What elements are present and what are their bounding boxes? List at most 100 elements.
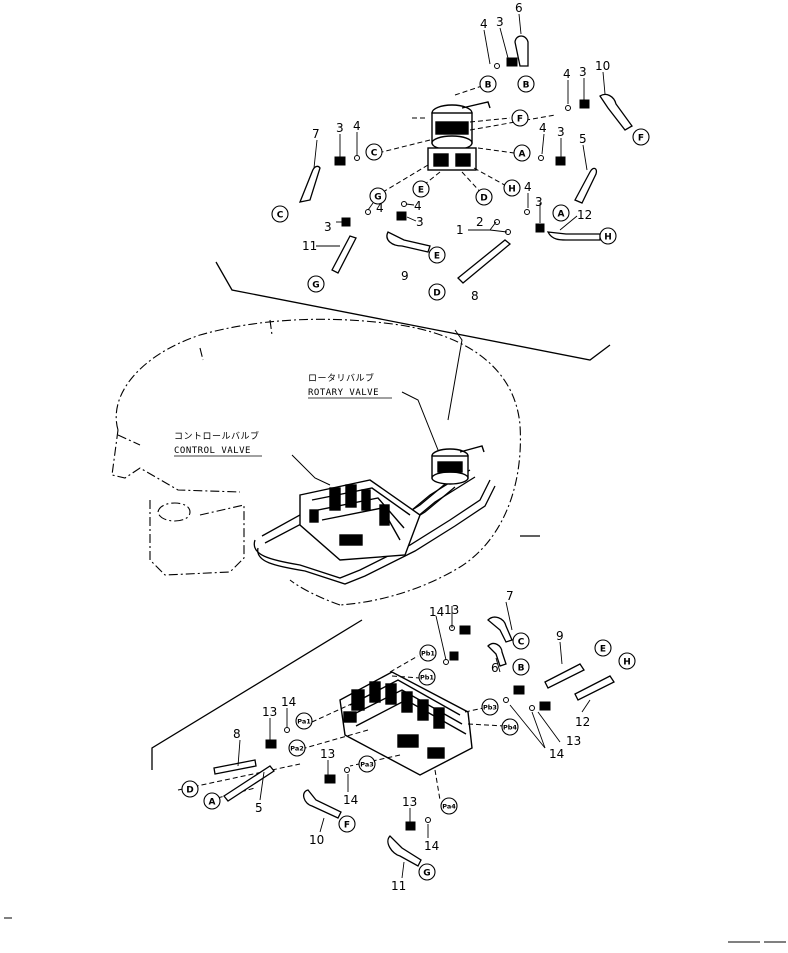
svg-text:G: G	[312, 281, 319, 291]
svg-text:B: B	[518, 664, 525, 674]
svg-text:F: F	[638, 134, 644, 144]
svg-text:Pb1: Pb1	[420, 674, 434, 682]
svg-text:E: E	[418, 186, 424, 196]
part-num-6: 6	[491, 661, 499, 675]
rotary-valve-label-jp: ロータリバルブ	[308, 372, 375, 384]
bottom-small-fittings	[265, 625, 551, 831]
svg-text:C: C	[518, 638, 525, 648]
conn-b-2: B	[517, 75, 535, 93]
conn-f-3: F	[338, 815, 356, 833]
port-pa3: Pa3	[358, 755, 376, 773]
svg-text:D: D	[186, 786, 193, 796]
rotary-valve-top	[427, 101, 491, 171]
svg-text:Pa4: Pa4	[442, 803, 456, 811]
top-small-fittings	[334, 57, 590, 235]
part-num-8: 8	[233, 727, 241, 741]
conn-g-2: G	[307, 275, 325, 293]
top-dashed-leaders	[377, 83, 556, 197]
part-num-4: 4	[524, 180, 532, 194]
part-num-6: 6	[515, 1, 523, 15]
part-num-3: 3	[535, 195, 543, 209]
conn-a-2: A	[552, 204, 570, 222]
part-num-14: 14	[281, 695, 296, 709]
conn-g-1: G	[369, 187, 387, 205]
control-valve-label: コントロールバルブ CONTROL VALVE	[174, 430, 262, 457]
svg-text:C: C	[277, 211, 284, 221]
part-num-4: 4	[376, 201, 384, 215]
svg-text:A: A	[519, 150, 526, 160]
svg-text:H: H	[623, 658, 631, 668]
svg-text:B: B	[485, 81, 492, 91]
bottom-control-valve	[339, 671, 473, 776]
conn-c-3: C	[512, 632, 530, 650]
svg-text:F: F	[344, 821, 350, 831]
conn-f-1: F	[511, 109, 529, 127]
part-num-14: 14	[424, 839, 439, 853]
part-num-3: 3	[496, 15, 504, 29]
svg-text:C: C	[371, 149, 378, 159]
port-pb1-b: Pb1	[418, 668, 436, 686]
part-num-14: 14	[549, 747, 564, 761]
conn-h-3: H	[618, 652, 636, 670]
port-pa1: Pa1	[295, 712, 313, 730]
conn-e-3: E	[594, 639, 612, 657]
part-num-11: 11	[302, 239, 317, 253]
conn-a-3: A	[203, 792, 221, 810]
part-num-11: 11	[391, 879, 406, 893]
part-num-4: 4	[414, 199, 422, 213]
port-pb3: Pb3	[481, 698, 499, 716]
svg-text:D: D	[480, 194, 487, 204]
svg-text:B: B	[523, 81, 530, 91]
svg-text:A: A	[558, 210, 565, 220]
svg-text:Pa2: Pa2	[290, 745, 304, 753]
conn-e-2: E	[428, 246, 446, 264]
svg-text:Pa3: Pa3	[360, 761, 374, 769]
bottom-hoses	[213, 616, 615, 867]
conn-d-3: D	[181, 780, 199, 798]
svg-text:G: G	[374, 193, 381, 203]
part-num-13: 13	[320, 747, 335, 761]
conn-d-1: D	[475, 188, 493, 206]
conn-a-1: A	[513, 144, 531, 162]
control-valve-label-jp: コントロールバルブ	[174, 430, 260, 442]
top-number-leaders	[313, 13, 606, 247]
svg-text:Pb3: Pb3	[483, 704, 497, 712]
part-num-13: 13	[444, 603, 459, 617]
conn-c-1: C	[365, 143, 383, 161]
bottom-number-leaders	[237, 601, 591, 879]
part-num-8: 8	[471, 289, 479, 303]
port-pb1: Pb1	[419, 644, 437, 662]
callout-leaders	[291, 329, 463, 486]
corner-marks	[4, 917, 786, 943]
port-circles: Pb1 Pb1 Pa1 Pa2 Pa3 Pa4 Pb3 Pb4	[288, 644, 519, 815]
part-num-13: 13	[566, 734, 581, 748]
svg-text:D: D	[433, 289, 440, 299]
control-valve-body	[299, 479, 421, 561]
conn-b-1: B	[479, 75, 497, 93]
svg-text:E: E	[600, 645, 606, 655]
svg-text:Pa1: Pa1	[297, 718, 311, 726]
port-pa4: Pa4	[440, 797, 458, 815]
rotary-valve-middle	[431, 445, 485, 485]
part-num-9: 9	[556, 629, 564, 643]
part-num-3: 3	[336, 121, 344, 135]
svg-text:Pb4: Pb4	[503, 724, 517, 732]
conn-b-3: B	[512, 658, 530, 676]
part-num-5: 5	[579, 132, 587, 146]
part-num-10: 10	[595, 59, 610, 73]
part-num-2: 2	[476, 215, 484, 229]
part-num-12: 12	[577, 208, 592, 222]
conn-h-1: H	[503, 179, 521, 197]
part-num-12: 12	[575, 715, 590, 729]
svg-text:F: F	[517, 115, 523, 125]
part-num-13: 13	[402, 795, 417, 809]
svg-text:H: H	[508, 185, 516, 195]
part-numbers: 4 3 6 4 3 10 7 3 4 4 3 5 4 3 4 3 2 1 4 3…	[233, 1, 610, 893]
part-num-3: 3	[324, 220, 332, 234]
part-num-9: 9	[401, 269, 409, 283]
svg-text:H: H	[604, 233, 612, 243]
connection-circles: B B F F C C A A E E D D G G H H C B E H …	[181, 75, 650, 881]
svg-text:A: A	[209, 798, 216, 808]
